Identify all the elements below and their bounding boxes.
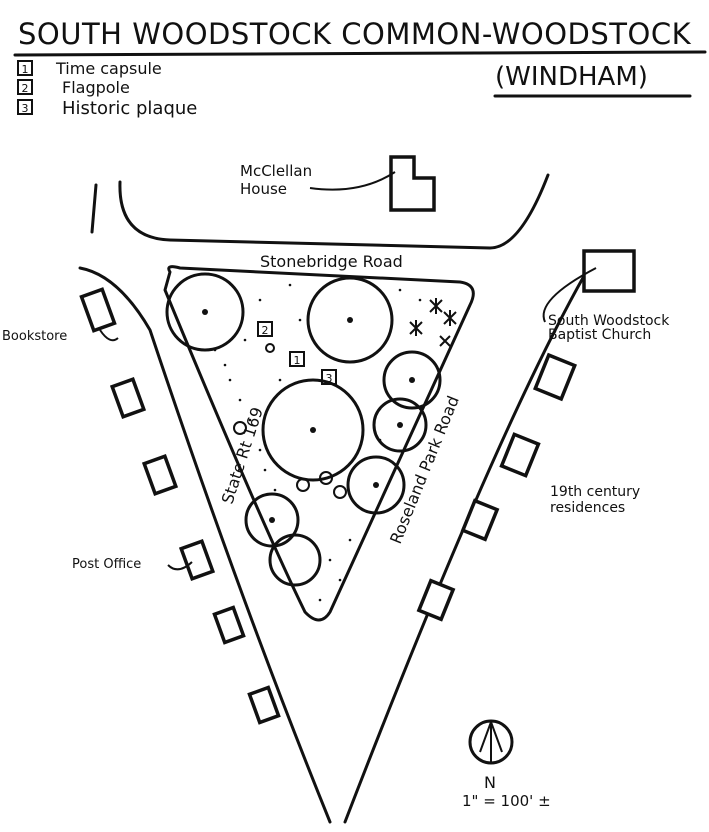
trees: [165, 272, 442, 587]
common-green: [163, 265, 475, 622]
label-post-office: Post Office: [72, 557, 141, 572]
stippling: [213, 283, 422, 602]
legend-number-1: 1: [22, 63, 29, 76]
label-stonebridge-road: Stonebridge Road: [260, 252, 403, 271]
marker-time-capsule: 1: [289, 351, 305, 367]
mcclellan-leader: [309, 171, 396, 191]
legend: 1 Time capsule 2 Flagpole 3 Historic pla…: [17, 59, 197, 119]
evergreens: [409, 298, 457, 347]
map-title: SOUTH WOODSTOCK COMMON-WOODSTOCK: [18, 17, 692, 51]
shrubs: [233, 421, 347, 499]
post-office-leader: [167, 561, 193, 571]
marker-3-label: 3: [326, 372, 333, 385]
tree-trunks: [202, 309, 415, 523]
legend-number-2: 2: [22, 82, 29, 95]
label-residences-2: residences: [550, 500, 625, 516]
marker-1-label: 1: [294, 354, 301, 367]
marker-plaque: 3: [321, 369, 337, 385]
legend-label-flagpole: Flagpole: [62, 78, 130, 97]
right-buildings: [416, 352, 578, 622]
label-bookstore: Bookstore: [2, 329, 67, 344]
legend-label-time-capsule: Time capsule: [55, 59, 162, 78]
label-mcclellan: McClellan: [240, 162, 312, 180]
marker-2-label: 2: [262, 324, 269, 337]
roads: [78, 173, 594, 824]
compass-north-label: N: [484, 773, 496, 792]
label-house: House: [240, 180, 287, 198]
mcclellan-house: [389, 155, 436, 212]
label-state-rt-169: State Rt 169: [218, 405, 267, 506]
bookstore-leader: [99, 329, 119, 342]
marker-flagpole: 2: [257, 321, 275, 353]
church-leader: [542, 267, 597, 323]
label-church-2: Baptist Church: [548, 327, 651, 343]
title-underline: [13, 50, 707, 57]
legend-number-3: 3: [22, 102, 29, 115]
north-arrow-icon: [468, 719, 514, 765]
legend-label-historic-plaque: Historic plaque: [62, 98, 197, 119]
label-residences-1: 19th century: [550, 484, 640, 500]
map-subtitle: (WINDHAM): [495, 62, 648, 92]
label-church-1: South Woodstock: [548, 313, 670, 329]
map-scale-label: 1" = 100' ±: [462, 792, 551, 810]
left-buildings: [79, 287, 281, 725]
